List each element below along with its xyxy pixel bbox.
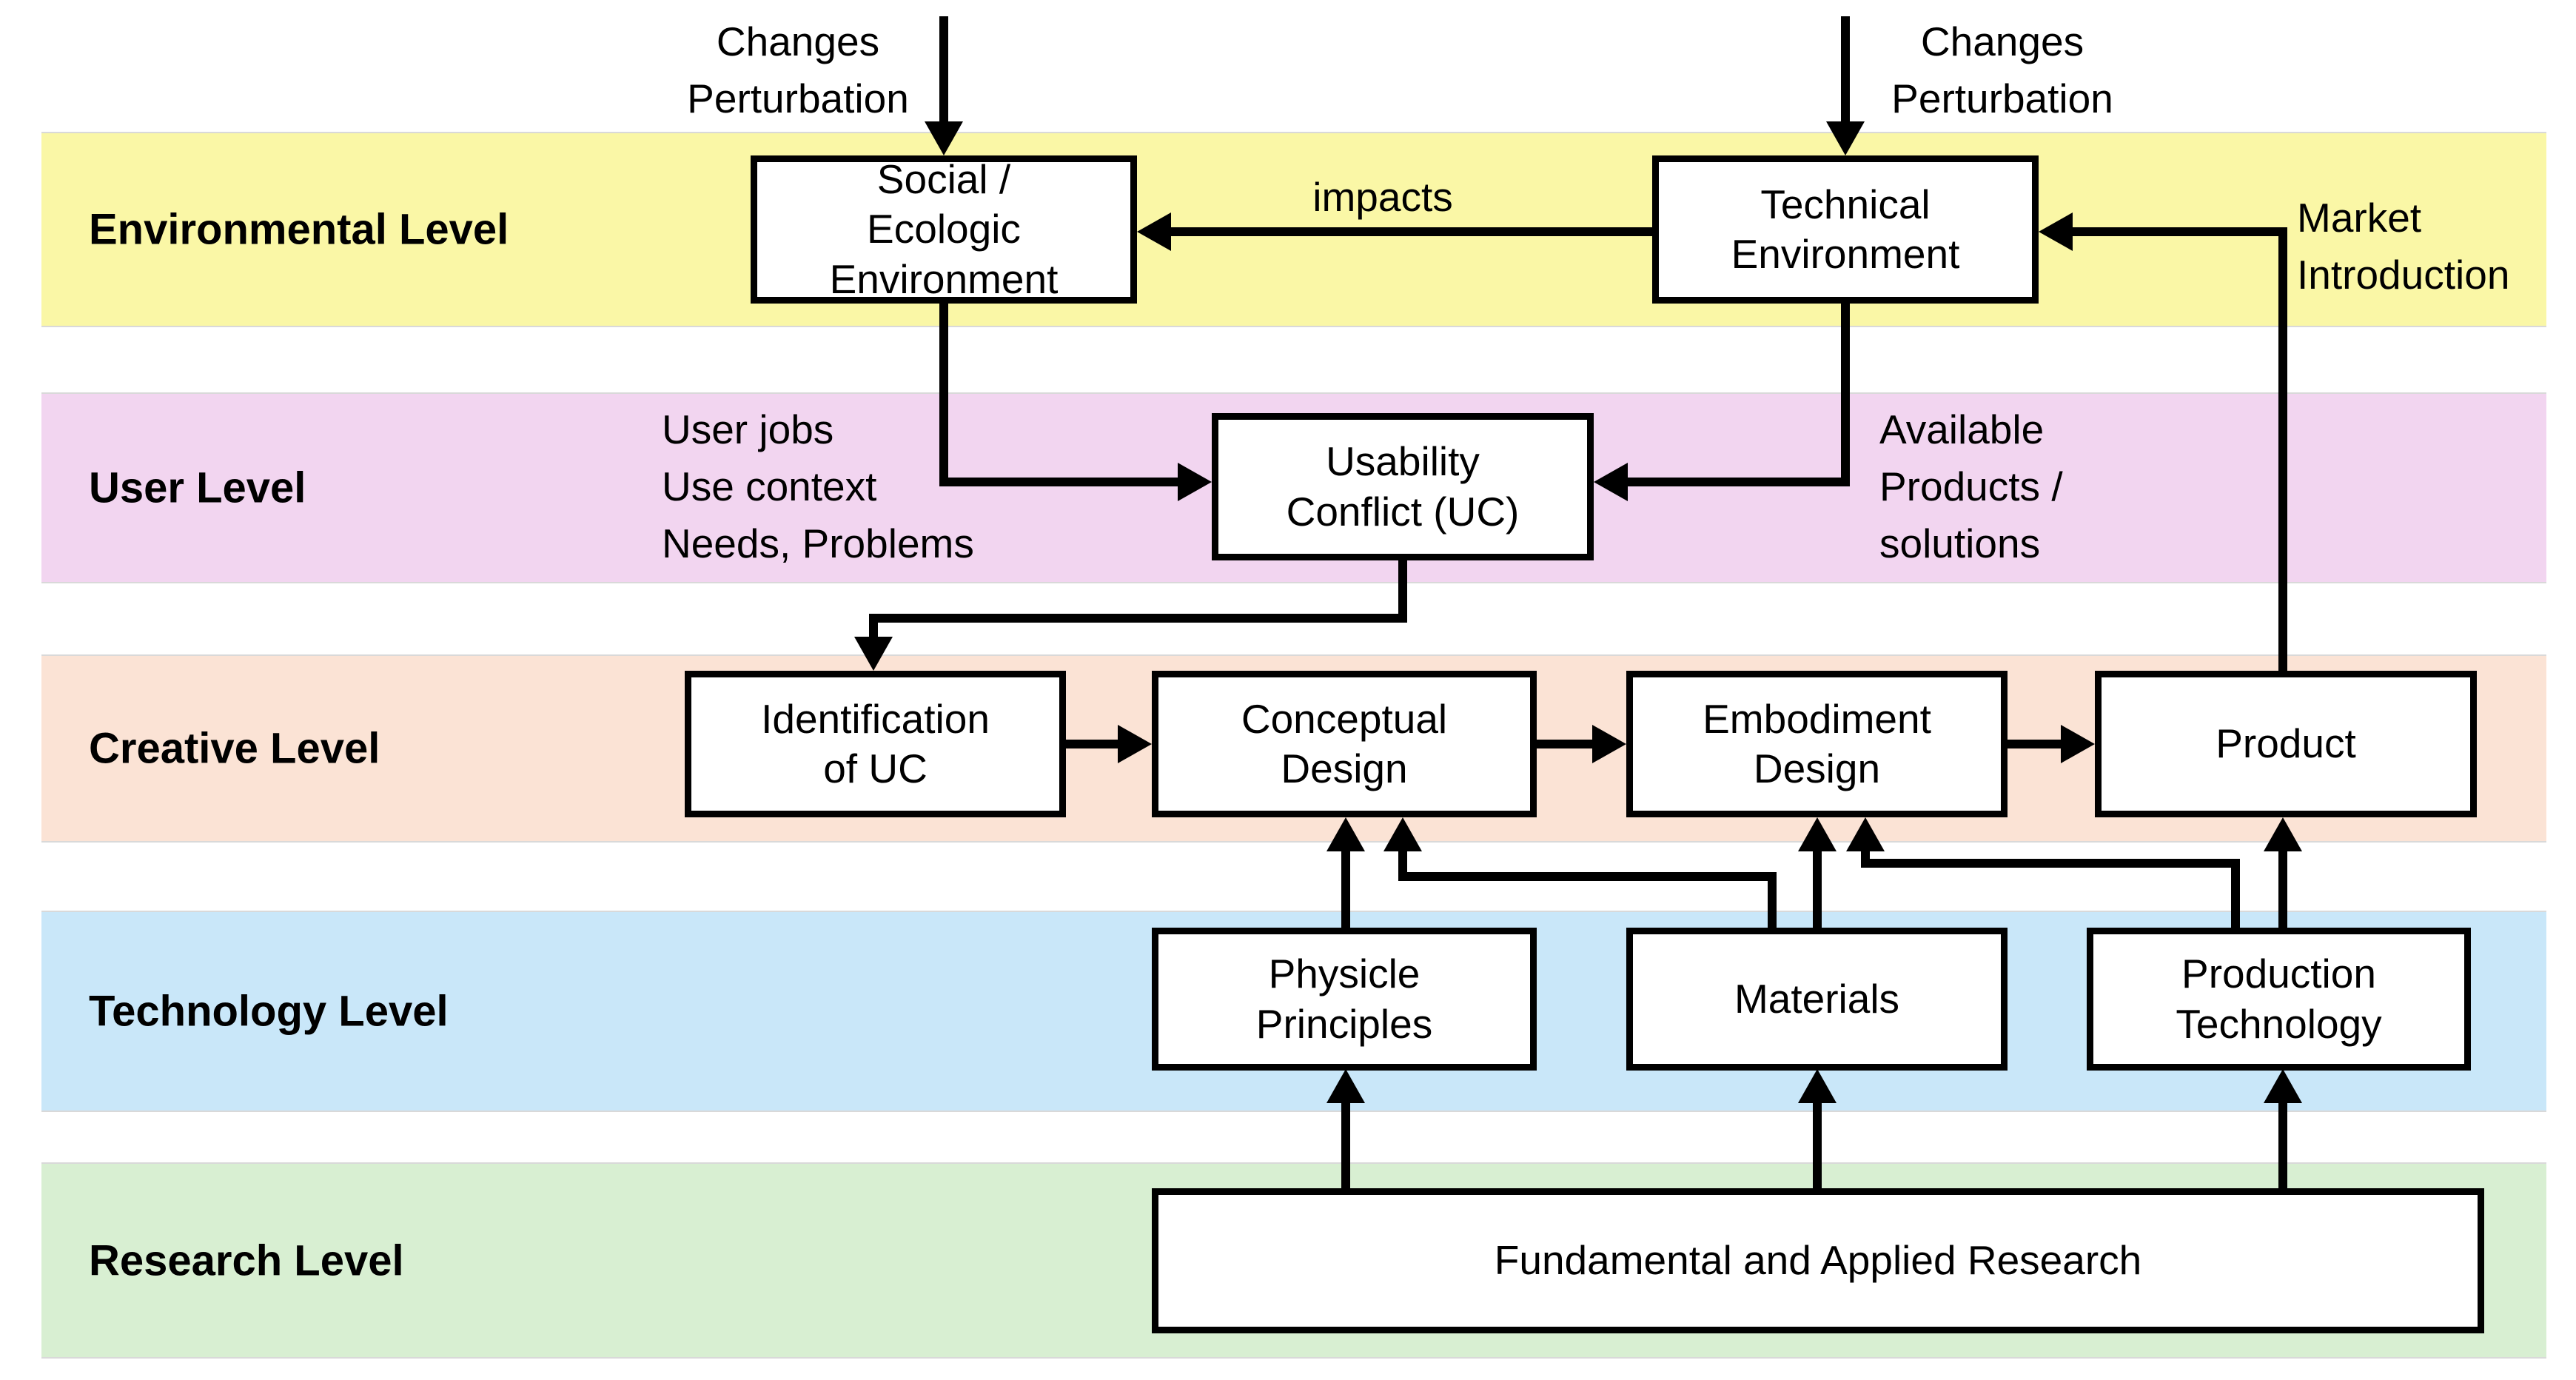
conceptual-design-box: Conceptual Design — [1152, 671, 1537, 817]
physicle-principles-box: Physicle Principles — [1152, 928, 1537, 1071]
band-label-technology: Technology Level — [89, 987, 449, 1036]
arrow-production-product-line — [2278, 851, 2287, 928]
label-impacts: impacts — [1312, 174, 1453, 220]
label-available-products: Available Products / solutions — [1879, 406, 2063, 566]
arrow-usability-identification-v2 — [869, 623, 878, 638]
arrow-research-materials-line — [1813, 1103, 1822, 1188]
arrow-production-embodiment-v1 — [2231, 863, 2240, 928]
product-box: Product — [2095, 671, 2477, 817]
arrow-conceptual-embodiment-line — [1537, 740, 1592, 748]
social-ecologic-environment-box: Social / Ecologic Environment — [751, 155, 1137, 304]
band-label-environmental: Environmental Level — [89, 205, 509, 254]
arrow-embodiment-product-head — [2061, 725, 2095, 763]
technical-environment-box: Technical Environment — [1652, 155, 2039, 304]
arrow-materials-embodiment-line — [1813, 851, 1822, 928]
arrow-impacts-head — [1137, 212, 1171, 251]
arrow-research-physicle-line — [1341, 1103, 1350, 1188]
embodiment-design-box: Embodiment Design — [1626, 671, 2008, 817]
arrow-research-production-head — [2264, 1069, 2302, 1103]
label-changes-perturbation-right: Changes Perturbation — [1891, 19, 2113, 121]
production-technology-box: Production Technology — [2087, 928, 2471, 1071]
arrow-production-product-head — [2264, 817, 2302, 851]
arrow-technical-usability-vertical — [1841, 304, 1850, 486]
arrow-production-embodiment-v2 — [1861, 851, 1870, 859]
arrow-market-horizontal — [2073, 227, 2287, 236]
band-label-research: Research Level — [89, 1236, 404, 1284]
arrow-research-production-line — [2278, 1103, 2287, 1188]
arrow-social-usability-vertical — [939, 304, 948, 486]
arrow-physicle-conceptual-line — [1341, 851, 1350, 928]
label-user-inputs: User jobs Use context Needs, Problems — [662, 406, 974, 566]
label-changes-perturbation-left: Changes Perturbation — [687, 19, 909, 121]
arrow-technical-usability-horizontal — [1628, 478, 1850, 486]
arrow-identification-conceptual-line — [1066, 740, 1118, 748]
arrow-impacts-line — [1170, 227, 1652, 236]
arrow-production-embodiment-head — [1846, 817, 1885, 851]
arrow-changes-right-head — [1826, 121, 1865, 155]
arrow-changes-right-line — [1841, 16, 1850, 121]
arrow-technical-usability-head — [1594, 463, 1628, 501]
band-label-user: User Level — [89, 463, 306, 512]
arrow-market-head — [2039, 212, 2073, 251]
arrow-usability-identification-head — [854, 637, 893, 671]
arrow-market-vertical — [2278, 232, 2287, 671]
arrow-changes-left-line — [939, 16, 948, 121]
arrow-social-usability-head — [1178, 463, 1212, 501]
arrow-usability-identification-horizontal — [869, 614, 1407, 623]
arrow-materials-conceptual-horizontal — [1398, 872, 1777, 881]
arrow-physicle-conceptual-head — [1326, 817, 1365, 851]
arrow-materials-conceptual-v2 — [1398, 851, 1407, 872]
arrow-identification-conceptual-head — [1118, 725, 1152, 763]
arrow-production-embodiment-horizontal — [1861, 859, 2240, 868]
arrow-materials-conceptual-head — [1383, 817, 1422, 851]
arrow-research-materials-head — [1798, 1069, 1837, 1103]
arrow-embodiment-product-line — [2008, 740, 2061, 748]
arrow-social-usability-horizontal — [939, 478, 1178, 486]
arrow-research-physicle-head — [1326, 1069, 1365, 1103]
usability-conflict-box: Usability Conflict (UC) — [1212, 413, 1594, 560]
materials-box: Materials — [1626, 928, 2008, 1071]
arrow-conceptual-embodiment-head — [1592, 725, 1626, 763]
arrow-usability-identification-v1 — [1398, 560, 1407, 623]
arrow-changes-left-head — [925, 121, 963, 155]
label-market-introduction: Market Introduction — [2297, 195, 2510, 298]
arrow-materials-conceptual-v1 — [1768, 877, 1777, 928]
fundamental-applied-research-box: Fundamental and Applied Research — [1152, 1188, 2484, 1333]
arrow-materials-embodiment-head — [1798, 817, 1837, 851]
band-label-creative: Creative Level — [89, 724, 380, 773]
identification-of-uc-box: Identification of UC — [685, 671, 1066, 817]
